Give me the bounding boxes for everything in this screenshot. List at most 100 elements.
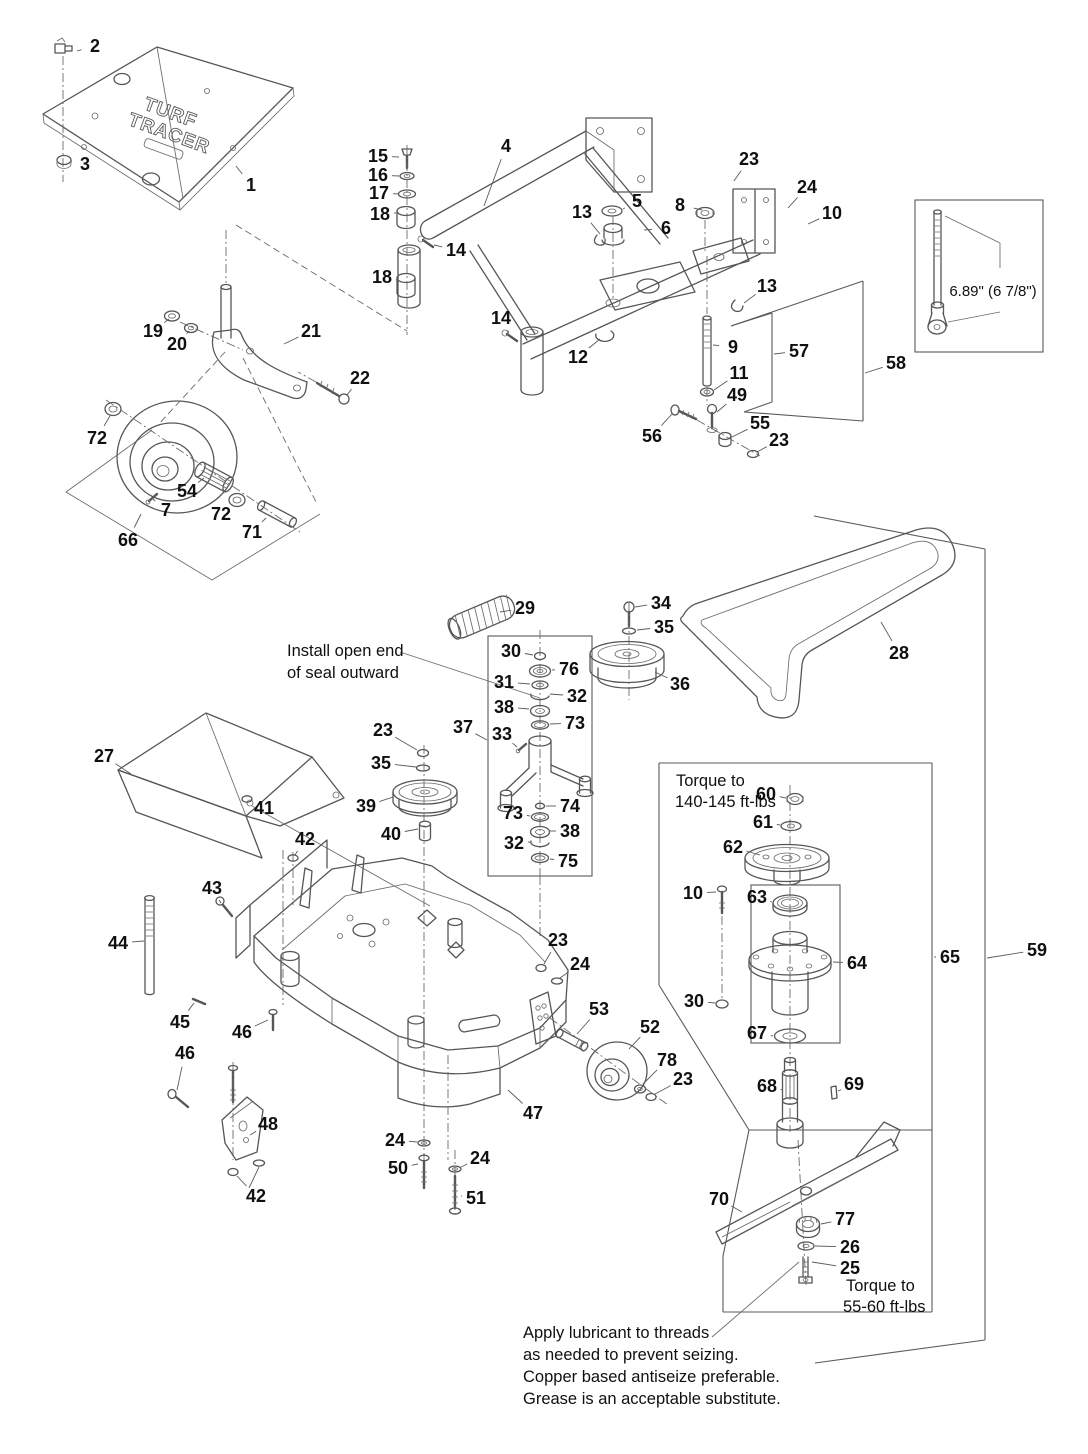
leader-line-59-75: [986, 951, 1024, 959]
part-label-32: 32: [567, 686, 587, 706]
leader-line-23-28: [394, 736, 418, 751]
part-label-7: 7: [161, 500, 171, 520]
leader-line-42-56: [294, 850, 298, 856]
part-label-15: 15: [368, 146, 388, 166]
leader-line-77-95: [820, 1221, 832, 1225]
leader-line-7-6: [152, 498, 156, 502]
part-label-55: 55: [750, 413, 770, 433]
leader-line-53-69: [576, 1019, 591, 1035]
leader-line-5-4: [622, 207, 626, 210]
part-label-39: 39: [356, 796, 376, 816]
belt-28: [680, 527, 956, 719]
part-label-10: 10: [822, 203, 842, 223]
part-label-30: 30: [684, 991, 704, 1011]
leader-line-32-43: [549, 693, 564, 696]
part-label-78: 78: [657, 1050, 677, 1070]
leader-line-68-84: [780, 1088, 784, 1091]
part-label-30: 30: [501, 641, 521, 661]
part-label-14: 14: [491, 308, 511, 328]
leader-line-54-70: [197, 477, 205, 483]
part-label-61: 61: [753, 812, 773, 832]
part-label-33: 33: [492, 724, 512, 744]
part-label-20: 20: [167, 334, 187, 354]
leader-line-43-58: [218, 899, 222, 904]
leader-line-72-88: [103, 415, 111, 427]
part-label-51: 51: [466, 1188, 486, 1208]
part-label-23: 23: [739, 149, 759, 169]
part-label-36: 36: [670, 674, 690, 694]
part-label-13: 13: [572, 202, 592, 222]
part-label-72: 72: [87, 428, 107, 448]
leader-line-75-93: [549, 858, 555, 860]
part-label-71: 71: [242, 522, 262, 542]
caster-rod-assembly: [670, 256, 761, 459]
axle-71: [256, 500, 298, 528]
part-label-13: 13: [757, 276, 777, 296]
leader-line-23-30: [654, 1085, 671, 1095]
part-label-21: 21: [301, 321, 321, 341]
lubricant-note-line2: as needed to prevent seizing.: [523, 1346, 739, 1364]
leader-line-55-71: [731, 428, 748, 438]
leader-line-20-23: [186, 330, 190, 335]
leader-line-52-68: [628, 1036, 641, 1050]
deck-hardware: [144, 894, 462, 1218]
part-label-3: 3: [80, 154, 90, 174]
part-label-64: 64: [847, 953, 867, 973]
part-label-52: 52: [640, 1017, 660, 1037]
leader-line-24-32: [559, 971, 569, 979]
leader-line-1-0: [235, 165, 243, 175]
spindle-assembly: [715, 785, 838, 1286]
leader-line-30-41: [707, 1001, 716, 1004]
leader-line-13-13: [590, 222, 601, 235]
leader-line-58-74: [864, 366, 883, 374]
leader-line-23-26: [733, 170, 742, 182]
leader-line-29-39: [499, 609, 512, 613]
leader-line-9-8: [712, 344, 720, 347]
leader-line-24-34: [460, 1163, 468, 1168]
part-label-6: 6: [661, 218, 671, 238]
part-label-42: 42: [295, 829, 315, 849]
leader-line-37-50: [475, 733, 488, 741]
part-label-11: 11: [729, 363, 748, 383]
part-label-37: 37: [453, 717, 473, 737]
leader-line-60-76: [779, 796, 787, 799]
caster-arm-wheel-assembly: [65, 230, 350, 581]
part-label-5: 5: [632, 191, 642, 211]
part-label-50: 50: [388, 1158, 408, 1178]
leader-line-35-47: [636, 628, 651, 631]
part-label-59: 59: [1027, 940, 1047, 960]
leader-line-71-87: [261, 517, 267, 523]
leader-line-11-11: [713, 380, 728, 391]
part-label-24: 24: [470, 1148, 490, 1168]
torque-blade-line1: Torque to: [846, 1277, 915, 1295]
part-label-70: 70: [709, 1189, 729, 1209]
leader-line-25-35: [811, 1261, 837, 1267]
part-label-38: 38: [560, 821, 580, 841]
leader-line-23-27: [756, 446, 767, 453]
spring-29: [447, 594, 516, 640]
leader-line-41-55: [250, 799, 253, 802]
part-label-75: 75: [558, 851, 578, 871]
part-label-19: 19: [143, 321, 163, 341]
leader-line-10-9: [807, 218, 820, 225]
part-label-60: 60: [756, 784, 776, 804]
cover-plate-assembly: TURF TRACER: [42, 37, 408, 332]
part-label-62: 62: [723, 837, 743, 857]
part-label-66: 66: [118, 530, 138, 550]
hardware-5-6-8-12-13: [593, 205, 715, 342]
torque-spindle-line1: Torque to: [676, 772, 745, 790]
leader-line-27-37: [115, 763, 132, 775]
leader-line-21-24: [283, 336, 299, 345]
part-label-28: 28: [889, 643, 909, 663]
leader-line-22-25: [346, 388, 352, 396]
leader-line-28-38: [880, 621, 893, 642]
leader-line-45-60: [187, 1002, 195, 1011]
part-label-40: 40: [381, 824, 401, 844]
part-label-54: 54: [177, 481, 197, 501]
part-label-35: 35: [371, 753, 391, 773]
mower-deck-47: [235, 839, 569, 1160]
part-label-14: 14: [446, 240, 466, 260]
part-label-10: 10: [683, 883, 703, 903]
part-label-26: 26: [840, 1237, 860, 1257]
